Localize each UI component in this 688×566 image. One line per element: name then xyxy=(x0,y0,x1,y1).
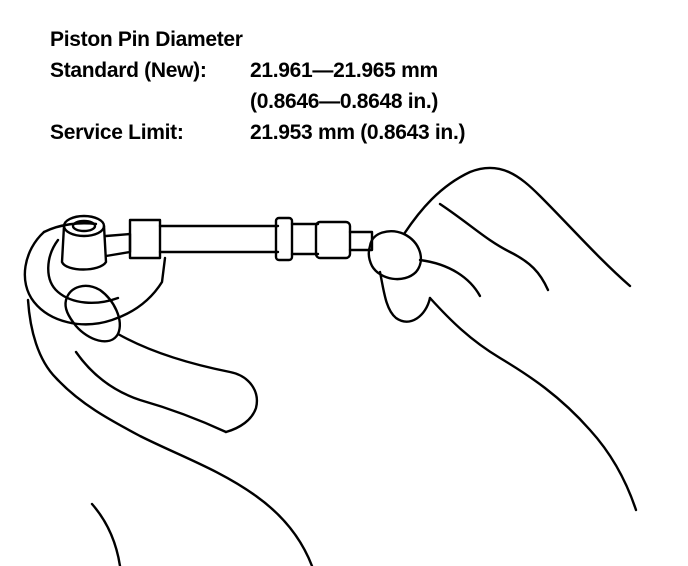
spacer xyxy=(50,86,250,117)
left-hand xyxy=(26,298,314,566)
spec-title-row: Piston Pin Diameter xyxy=(50,24,465,55)
piston-pin-body xyxy=(60,224,108,271)
piston-pin-top xyxy=(62,214,106,238)
micrometer-frame-inner xyxy=(47,238,120,304)
standard-imperial-row: (0.8646—0.8648 in.) xyxy=(50,86,465,117)
spec-block: Piston Pin Diameter Standard (New): 21.9… xyxy=(50,24,466,148)
right-middle-finger xyxy=(418,258,482,298)
spindle xyxy=(104,232,132,258)
standard-imperial-value: (0.8646—0.8648 in.) xyxy=(250,90,439,113)
micrometer-illustration xyxy=(23,166,638,566)
piston-pin-bore xyxy=(71,219,97,233)
thimble xyxy=(290,222,320,256)
right-finger xyxy=(378,270,432,323)
left-wrist xyxy=(90,502,122,566)
right-thumb xyxy=(367,230,423,281)
sleeve-collar xyxy=(128,218,162,260)
right-hand-back xyxy=(402,166,632,288)
standard-metric-value: 21.961—21.965 mm xyxy=(250,59,438,82)
spec-title: Piston Pin Diameter xyxy=(50,28,243,51)
left-palm xyxy=(74,350,228,434)
service-limit-value: 21.953 mm (0.8643 in.) xyxy=(250,121,466,144)
micrometer-frame xyxy=(23,230,167,326)
ratchet xyxy=(314,220,352,260)
right-hand-knuckle xyxy=(438,202,550,292)
standard-label: Standard (New): xyxy=(50,59,207,82)
thimble-ring xyxy=(274,216,294,262)
left-thumb xyxy=(64,284,121,343)
service-limit-label: Service Limit: xyxy=(50,121,184,144)
standard-row: Standard (New): 21.961—21.965 mm xyxy=(50,55,465,86)
right-hand-palm xyxy=(428,296,638,512)
left-finger xyxy=(116,332,259,434)
barrel xyxy=(158,224,280,254)
service-limit-row: Service Limit: 21.953 mm (0.8643 in.) xyxy=(50,117,466,148)
